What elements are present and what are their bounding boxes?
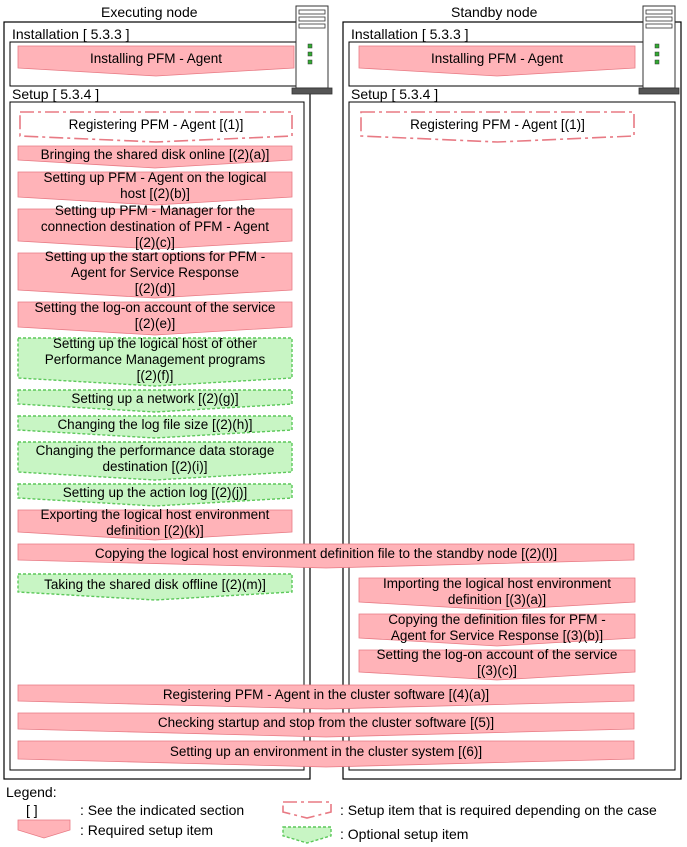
step-s-2k-label: Exporting the logical host environment d… bbox=[40, 506, 270, 538]
step-s-2m-shape bbox=[17, 573, 293, 601]
setup-box-exec bbox=[9, 101, 305, 771]
step-s-4a-label: Registering PFM - Agent in the cluster s… bbox=[162, 686, 490, 702]
setup-title-exec: Setup [ 5.3.4 ] bbox=[12, 86, 100, 102]
step-s-2d-label: Setting up the start options for PFM - A… bbox=[44, 249, 266, 297]
step-s-2e-label: Setting the log-on account of the servic… bbox=[34, 300, 276, 332]
step-s-2l-shape bbox=[17, 543, 635, 569]
step-s-2c-shape bbox=[17, 208, 293, 250]
step-s-2k-shape bbox=[17, 509, 293, 541]
setup-box-standby bbox=[348, 101, 676, 771]
step-s-2b-label: Setting up PFM - Agent on the logical ho… bbox=[43, 170, 267, 202]
step-s-3a-label: Importing the logical host environment d… bbox=[382, 575, 612, 607]
legend-bracket-desc: : See the indicated section bbox=[80, 802, 245, 818]
installation-title-standby: Installation [ 5.3.3 ] bbox=[351, 26, 469, 42]
step-s-2b-shape bbox=[17, 171, 293, 206]
step-install-standby-label: Installing PFM - Agent bbox=[430, 50, 564, 66]
step-install-standby-shape bbox=[358, 45, 636, 77]
legend-optional-sample-shape bbox=[282, 826, 332, 844]
legend-bracket-symbol: [ ] bbox=[26, 802, 38, 818]
server-icon bbox=[291, 5, 333, 95]
step-install-exec-label: Installing PFM - Agent bbox=[89, 50, 223, 66]
step-register-standby-shape bbox=[360, 111, 635, 143]
setup-title-standby: Setup [ 5.3.4 ] bbox=[351, 86, 439, 102]
step-install-exec-shape bbox=[17, 45, 295, 77]
executing-node-title: Executing node bbox=[101, 4, 198, 20]
executing-node-frame bbox=[3, 21, 311, 780]
legend-required-sample-shape bbox=[17, 819, 71, 839]
step-s-2d-shape bbox=[17, 252, 293, 299]
step-s-3c-shape bbox=[358, 649, 636, 681]
legend-conditional-desc: : Setup item that is required depending … bbox=[340, 802, 657, 818]
step-s-2g-label: Setting up a network [(2)(g)] bbox=[71, 390, 239, 406]
step-s-2j-shape bbox=[17, 483, 293, 507]
step-s-2a-label: Bringing the shared disk online [(2)(a)] bbox=[40, 146, 270, 162]
step-s-6-shape bbox=[17, 740, 635, 768]
step-s-2f-shape bbox=[17, 337, 293, 387]
standby-node-frame bbox=[342, 21, 682, 780]
step-s-4a-shape bbox=[17, 684, 635, 710]
step-s-2i-label: Changing the performance data storage de… bbox=[35, 442, 275, 474]
step-s-5-shape bbox=[17, 712, 635, 738]
step-s-2g-shape bbox=[17, 389, 293, 413]
step-s-3c-label: Setting the log-on account of the servic… bbox=[376, 646, 618, 678]
step-s-2j-label: Setting up the action log [(2)(j)] bbox=[62, 484, 248, 500]
step-s-2i-shape bbox=[17, 441, 293, 481]
step-register-exec-shape bbox=[19, 111, 293, 143]
step-s-2c-label: Setting up PFM - Manager for the connect… bbox=[40, 202, 270, 250]
step-s-3a-shape bbox=[358, 577, 636, 611]
installation-title-exec: Installation [ 5.3.3 ] bbox=[12, 26, 130, 42]
legend-optional-desc: : Optional setup item bbox=[340, 826, 469, 842]
step-s-2l-label: Copying the logical host environment def… bbox=[94, 545, 558, 561]
step-s-2m-label: Taking the shared disk offline [(2)(m)] bbox=[44, 576, 266, 592]
step-s-2h-label: Changing the log file size [(2)(h)] bbox=[57, 416, 253, 432]
legend-required-desc: : Required setup item bbox=[80, 822, 214, 838]
step-s-2e-shape bbox=[17, 301, 293, 336]
server-icon bbox=[638, 5, 680, 95]
step-s-2h-shape bbox=[17, 415, 293, 439]
legend-conditional-sample-shape bbox=[282, 801, 332, 819]
legend-title: Legend: bbox=[6, 784, 57, 800]
step-register-standby-label: Registering PFM - Agent [(1)] bbox=[410, 117, 585, 133]
step-s-3b-label: Copying the definition files for PFM - A… bbox=[388, 611, 606, 643]
step-register-exec-label: Registering PFM - Agent [(1)] bbox=[68, 117, 244, 133]
step-s-6-label: Setting up an environment in the cluster… bbox=[169, 743, 483, 759]
step-s-3b-shape bbox=[358, 613, 636, 647]
standby-node-title: Standby node bbox=[451, 4, 538, 20]
step-s-5-label: Checking startup and stop from the clust… bbox=[157, 714, 495, 730]
step-s-2a-shape bbox=[17, 145, 293, 169]
step-s-2f-label: Setting up the logical host of other Per… bbox=[44, 335, 266, 383]
